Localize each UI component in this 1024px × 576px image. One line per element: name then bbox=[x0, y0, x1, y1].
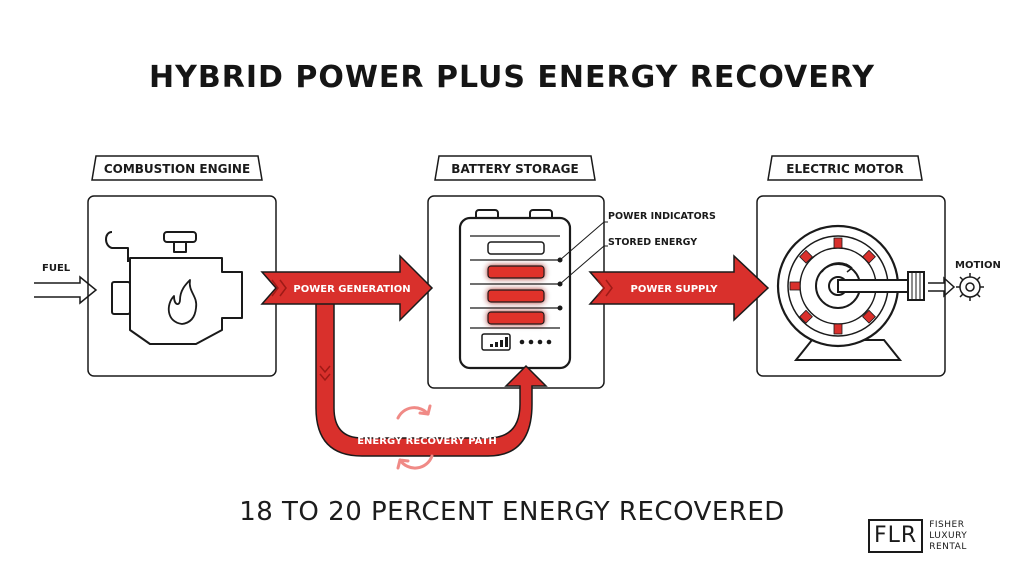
power-supply-label: POWER SUPPLY bbox=[631, 284, 719, 295]
brand-name: FISHER LUXURY RENTAL bbox=[929, 520, 967, 553]
motion-arrow bbox=[928, 276, 956, 298]
brand-mark: FLR bbox=[868, 519, 924, 553]
battery-label-tab: BATTERY STORAGE bbox=[434, 155, 596, 181]
motor-icon bbox=[776, 224, 925, 361]
battery-callouts bbox=[559, 221, 608, 285]
brand-line-3: RENTAL bbox=[929, 541, 967, 552]
gear-icon bbox=[956, 273, 984, 301]
engine-label: COMBUSTION ENGINE bbox=[104, 162, 250, 176]
motion-label: MOTION bbox=[955, 260, 1001, 271]
energy-recovered-caption: 18 TO 20 PERCENT ENERGY RECOVERED bbox=[239, 497, 785, 527]
battery-cell-empty bbox=[487, 241, 545, 255]
battery-cell-charged bbox=[487, 311, 545, 325]
brand-line-2: LUXURY bbox=[929, 530, 968, 541]
engine-icon bbox=[105, 231, 243, 345]
motor-label-tab: ELECTRIC MOTOR bbox=[767, 155, 923, 181]
power-generation-arrow: POWER GENERATION bbox=[260, 254, 434, 322]
page-title: HYBRID POWER PLUS ENERGY RECOVERY bbox=[149, 60, 875, 95]
energy-recovery-label: ENERGY RECOVERY PATH bbox=[357, 436, 497, 447]
battery-label: BATTERY STORAGE bbox=[451, 162, 578, 176]
refresh-icon bbox=[396, 404, 434, 470]
battery-cell-charged bbox=[487, 265, 545, 279]
brand-logo: FLR FISHER LUXURY RENTAL bbox=[868, 519, 967, 553]
power-supply-arrow: POWER SUPPLY bbox=[588, 254, 770, 322]
energy-recovery-path: ENERGY RECOVERY PATH bbox=[296, 299, 548, 457]
fuel-label: FUEL bbox=[42, 263, 71, 274]
fuel-arrow bbox=[34, 275, 98, 305]
motor-label: ELECTRIC MOTOR bbox=[786, 162, 904, 176]
power-indicators-label: POWER INDICATORS bbox=[608, 211, 716, 222]
power-generation-label: POWER GENERATION bbox=[293, 284, 410, 295]
battery-icon bbox=[458, 209, 572, 370]
engine-label-tab: COMBUSTION ENGINE bbox=[91, 155, 263, 181]
stored-energy-label: STORED ENERGY bbox=[608, 237, 697, 248]
battery-cell-charged bbox=[487, 289, 545, 303]
brand-line-1: FISHER bbox=[929, 519, 965, 530]
